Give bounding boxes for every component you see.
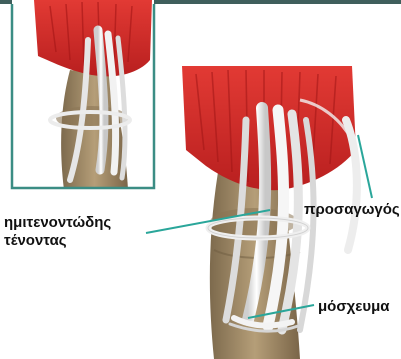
- muscle-tissue-label: μόσχευμα: [318, 298, 389, 316]
- inset-knee-view: [12, 0, 154, 190]
- semitendinosus-label: ημιτενοντώδης τένοντας: [4, 214, 111, 250]
- semitendinosus-label-line2: τένοντας: [4, 232, 111, 250]
- semitendinosus-label-line1: ημιτενοντώδης: [4, 214, 111, 232]
- adductor-label: προσαγωγός: [304, 201, 400, 219]
